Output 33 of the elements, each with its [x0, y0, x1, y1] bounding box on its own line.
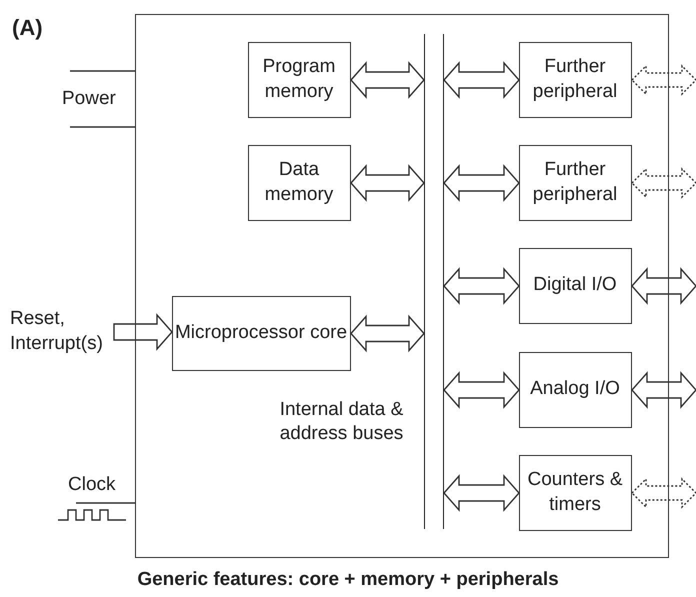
block-box: Program memory	[248, 42, 350, 118]
block-box: Counters & timers	[518, 454, 632, 530]
block-box: Digital I/O	[518, 248, 632, 324]
block-box: Further peripheral	[518, 144, 632, 220]
double-arrow	[631, 267, 696, 305]
double-arrow	[350, 164, 425, 202]
signal-label: Clock	[68, 468, 134, 503]
double-arrow	[631, 64, 696, 96]
hollow-arrow	[113, 313, 173, 351]
double-arrow	[443, 371, 520, 409]
double-arrow	[631, 477, 696, 509]
double-arrow	[443, 164, 520, 202]
block-box: Further peripheral	[518, 42, 632, 118]
signal-line	[70, 70, 135, 72]
double-arrow	[443, 61, 520, 99]
signal-line	[70, 126, 135, 128]
block-box: Microprocessor core	[172, 296, 350, 370]
signal-line	[76, 502, 135, 504]
bus-label: Internal data & address buses	[278, 398, 404, 446]
title: (A)	[12, 14, 43, 42]
double-arrow	[350, 61, 425, 99]
double-arrow	[631, 167, 696, 199]
chip-outline	[135, 14, 669, 558]
block-box: Analog I/O	[518, 352, 632, 428]
signal-label: Reset, Interrupt(s)	[10, 306, 114, 358]
double-arrow	[443, 474, 520, 512]
double-arrow	[443, 267, 520, 305]
double-arrow	[350, 314, 425, 352]
bus-lines	[424, 34, 444, 528]
double-arrow	[631, 371, 696, 409]
caption: Generic features: core + memory + peripherals	[136, 568, 560, 592]
block-box: Data memory	[248, 144, 350, 220]
signal-label: Power	[62, 71, 132, 127]
